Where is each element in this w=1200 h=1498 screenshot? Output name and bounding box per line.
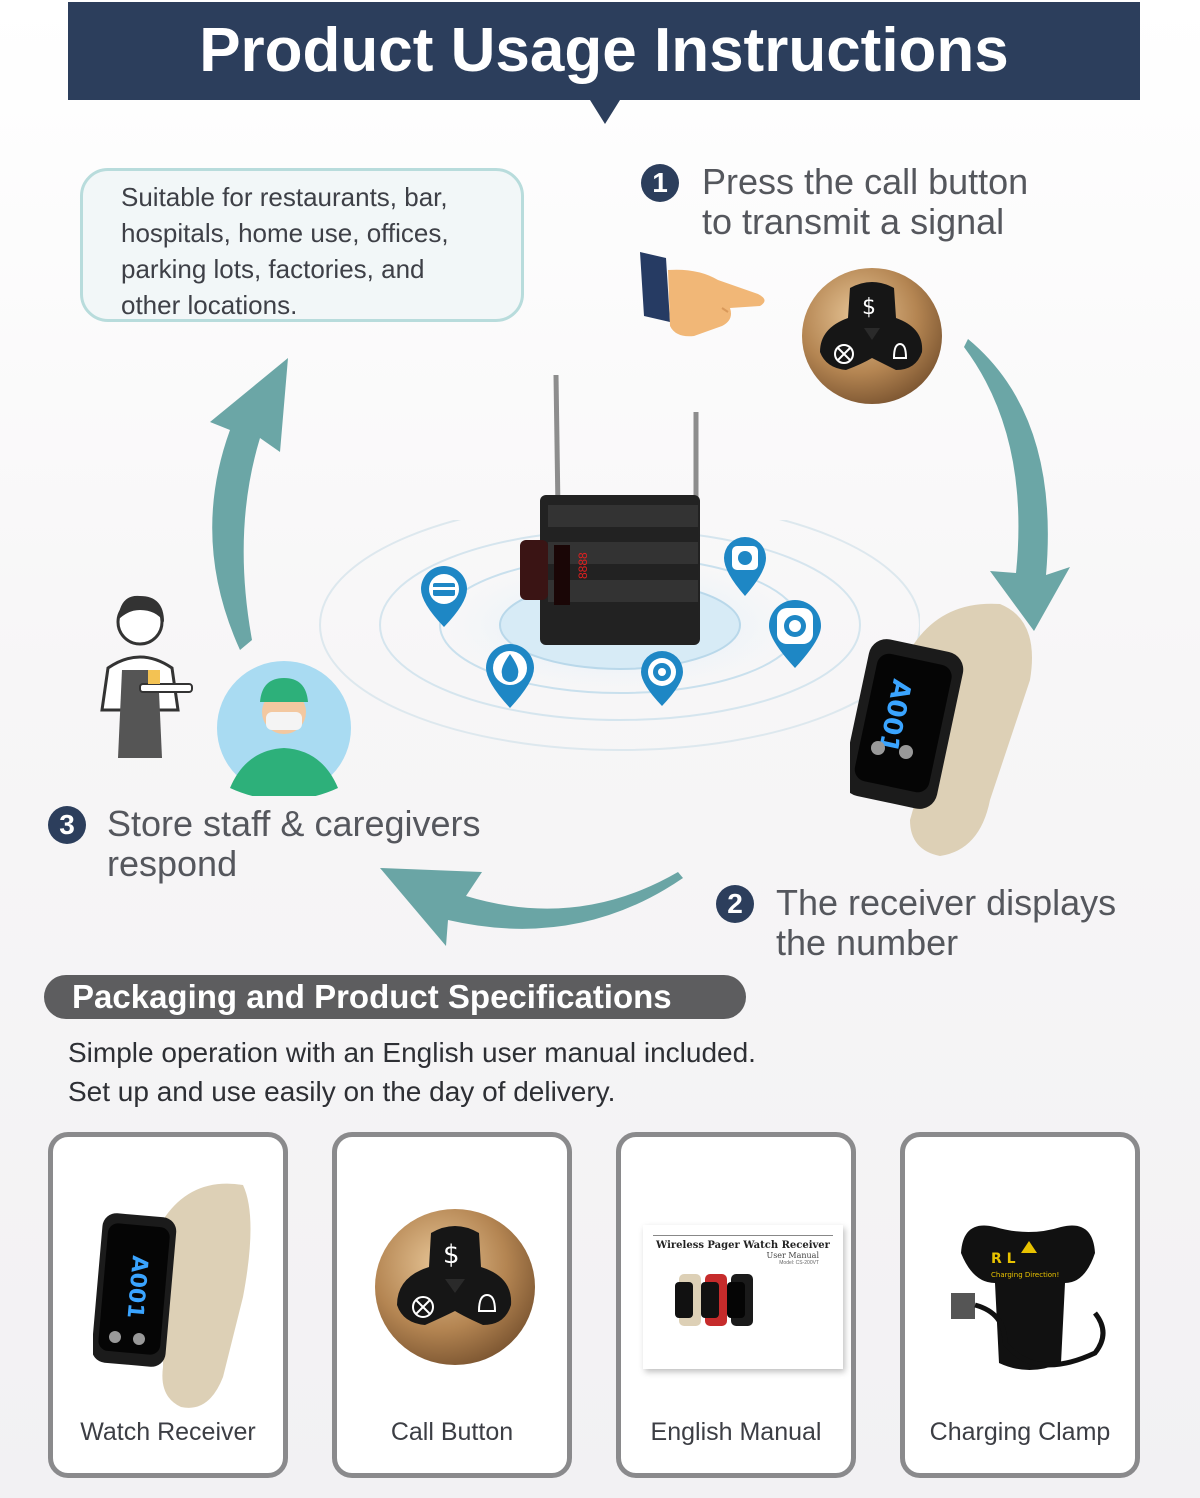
bubble-line: parking lots, factories, and xyxy=(121,254,425,284)
clamp-text: Charging Direction! xyxy=(991,1271,1059,1279)
locations-bubble: Suitable for restaurants, bar, hospitals… xyxy=(80,168,524,322)
banner-pointer xyxy=(590,100,620,124)
clamp-letters: R L xyxy=(991,1251,1016,1267)
pin-drop-icon xyxy=(486,644,534,708)
packaging-desc-line1: Simple operation with an English user ma… xyxy=(68,1037,756,1068)
bubble-line: hospitals, home use, offices, xyxy=(121,218,449,248)
pin-target-icon xyxy=(769,600,821,668)
step-1-line1: Press the call button xyxy=(702,161,1029,202)
product-card-english-manual: Wireless Pager Watch Receiver User Manua… xyxy=(616,1132,856,1478)
call-button-device-top: $ xyxy=(802,268,942,404)
arrow-up-icon xyxy=(210,358,288,650)
manual-title: Wireless Pager Watch Receiver xyxy=(656,1240,830,1251)
manual-model: Model: CS-200VT xyxy=(779,1260,819,1266)
manual-image: Wireless Pager Watch Receiver User Manua… xyxy=(643,1225,843,1369)
pin-square-icon xyxy=(724,537,766,596)
call-button-image: $ xyxy=(375,1209,535,1365)
step-2-number: 2 xyxy=(716,885,754,923)
receiver-host-device: 8888 xyxy=(520,374,700,645)
product-card-call-button: $ Call Button xyxy=(332,1132,572,1478)
step-3-number: 3 xyxy=(48,806,86,844)
svg-text:8888: 8888 xyxy=(576,552,590,579)
step-2-line2: the number xyxy=(776,922,959,963)
waitress-icon xyxy=(100,595,193,758)
page-title: Product Usage Instructions xyxy=(68,2,1140,100)
bubble-line: other locations. xyxy=(121,290,298,320)
svg-text:$: $ xyxy=(862,295,876,320)
dollar-icon: $ xyxy=(443,1240,460,1270)
watch-receiver-device: A001 xyxy=(850,603,1032,856)
manual-watches-image xyxy=(675,1274,753,1326)
watch-image: A001 xyxy=(93,1183,251,1408)
packaging-heading: Packaging and Product Specifications xyxy=(44,975,746,1019)
bubble-line: Suitable for restaurants, bar, xyxy=(121,182,448,212)
packaging-description: Simple operation with an English user ma… xyxy=(68,1033,756,1111)
step-1-line2: to transmit a signal xyxy=(702,201,1005,242)
product-card-charging-clamp: R L Charging Direction! Charging Clamp xyxy=(900,1132,1140,1478)
step-3-text: Store staff & caregivers respond xyxy=(107,804,481,884)
watch-card-code: A001 xyxy=(122,1254,152,1319)
step-1-text: Press the call button to transmit a sign… xyxy=(702,162,1028,242)
product-label: Call Button xyxy=(390,1418,514,1446)
arrow-left-icon xyxy=(380,868,683,946)
arrow-down-right-icon xyxy=(964,339,1070,631)
product-label: Charging Clamp xyxy=(929,1418,1111,1446)
product-card-watch-receiver: A001 Watch Receiver xyxy=(48,1132,288,1478)
pin-card-icon xyxy=(421,566,467,627)
charging-clamp-image: R L Charging Direction! xyxy=(951,1225,1106,1370)
pin-circle-icon xyxy=(641,651,683,706)
product-label: English Manual xyxy=(650,1418,822,1446)
step-3-line2: respond xyxy=(107,843,238,884)
step-2-text: The receiver displays the number xyxy=(776,883,1116,963)
pointing-hand-icon xyxy=(640,252,765,337)
step-1-number: 1 xyxy=(641,164,679,202)
step-2-line1: The receiver displays xyxy=(776,882,1117,923)
caregiver-avatar xyxy=(217,661,351,796)
product-label: Watch Receiver xyxy=(80,1418,256,1446)
step-3-line1: Store staff & caregivers xyxy=(107,803,481,844)
packaging-desc-line2: Set up and use easily on the day of deli… xyxy=(68,1076,616,1107)
manual-subtitle: User Manual xyxy=(766,1251,819,1260)
